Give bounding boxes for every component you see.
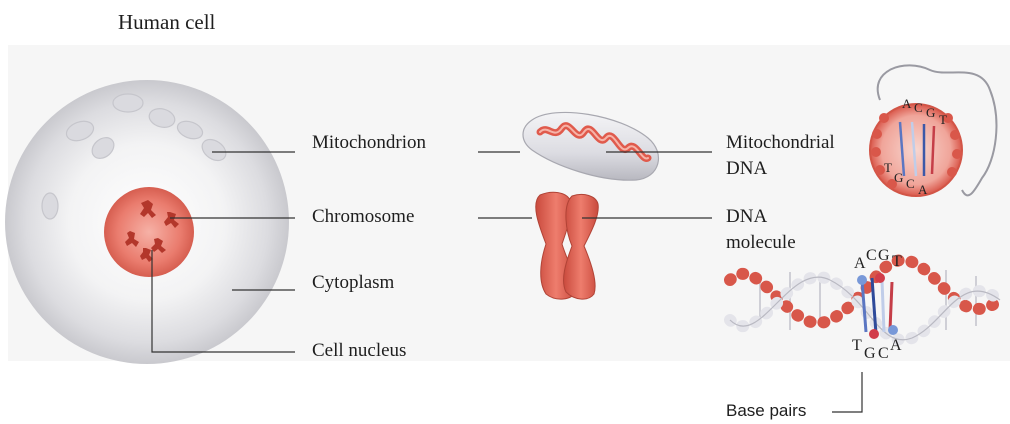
circle-base-a2: A xyxy=(918,182,928,197)
circle-base-c2: C xyxy=(906,176,915,191)
helix-base-a2: A xyxy=(890,337,902,354)
label-mitochondrial-dna-1: Mitochondrial xyxy=(726,132,835,154)
circle-base-c: C xyxy=(914,100,923,115)
helix-base-t2: T xyxy=(852,337,862,354)
helix-base-t: T xyxy=(892,253,902,270)
label-dna-molecule-1: DNA xyxy=(726,206,767,228)
label-mitochondrial-dna-2: DNA xyxy=(726,158,767,180)
circle-base-t: T xyxy=(939,112,947,127)
circle-base-g2: G xyxy=(894,170,903,185)
circle-base-t2: T xyxy=(884,160,892,175)
circle-base-a: A xyxy=(902,96,912,111)
dna-helix-shape xyxy=(730,260,1000,340)
helix-base-letters-bottom: T G C A xyxy=(852,337,902,362)
label-dna-molecule-2: molecule xyxy=(726,232,796,254)
helix-base-g2: G xyxy=(864,345,876,362)
helix-base-letters-top: A C G T xyxy=(854,247,902,272)
mitochondrial-dna-shape xyxy=(870,65,996,196)
cell-nucleus-shape xyxy=(104,187,194,277)
mitochondrion-shape xyxy=(523,112,658,180)
label-chromosome: Chromosome xyxy=(312,206,414,228)
label-mitochondrion: Mitochondrion xyxy=(312,132,426,154)
helix-base-a: A xyxy=(854,255,866,272)
helix-base-c: C xyxy=(866,247,877,264)
chromosome-shape xyxy=(536,192,599,299)
circle-base-g: G xyxy=(926,105,935,120)
helix-base-c2: C xyxy=(878,345,889,362)
label-base-pairs: Base pairs xyxy=(726,400,806,422)
label-cytoplasm: Cytoplasm xyxy=(312,272,394,294)
helix-base-g: G xyxy=(878,247,890,264)
label-cell-nucleus: Cell nucleus xyxy=(312,340,406,362)
